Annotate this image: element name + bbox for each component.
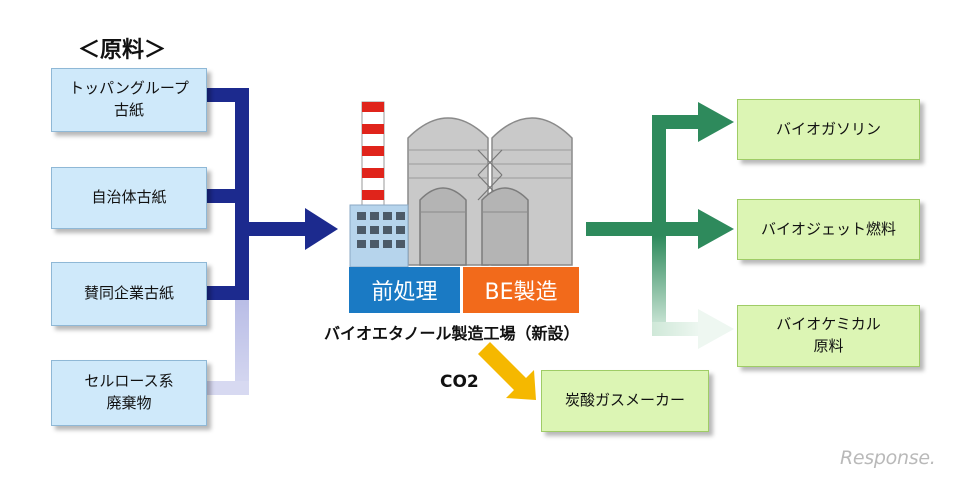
pretreatment-label: 前処理 [349,267,460,313]
raw-material-corporate-paper: 賛同企業古紙 [51,262,207,326]
carbonic-gas-maker: 炭酸ガスメーカー [541,370,709,432]
cellulose-connector [207,300,249,395]
output-arrow [586,102,734,249]
co2-arrow [478,342,536,400]
product-bio-jet-fuel: バイオジェット燃料 [737,199,920,260]
input-arrow [207,88,338,300]
be-production-label: BE製造 [463,267,579,313]
raw-material-cellulose-waste: セルロース系 廃棄物 [51,360,207,426]
plant-illustration [349,101,573,268]
raw-material-municipal-paper: 自治体古紙 [51,167,207,229]
output-arrow-faded [652,236,734,349]
raw-materials-heading: ＜原料＞ [78,38,167,63]
raw-material-topan-paper: トッパングループ 古紙 [51,68,207,132]
response-watermark: Response. [840,447,936,469]
plant-name: バイオエタノール製造工場（新設） [324,324,580,343]
co2-label: CO2 [440,372,479,392]
product-bio-chemical: バイオケミカル 原料 [737,305,920,367]
product-bio-gasoline: バイオガソリン [737,99,920,160]
